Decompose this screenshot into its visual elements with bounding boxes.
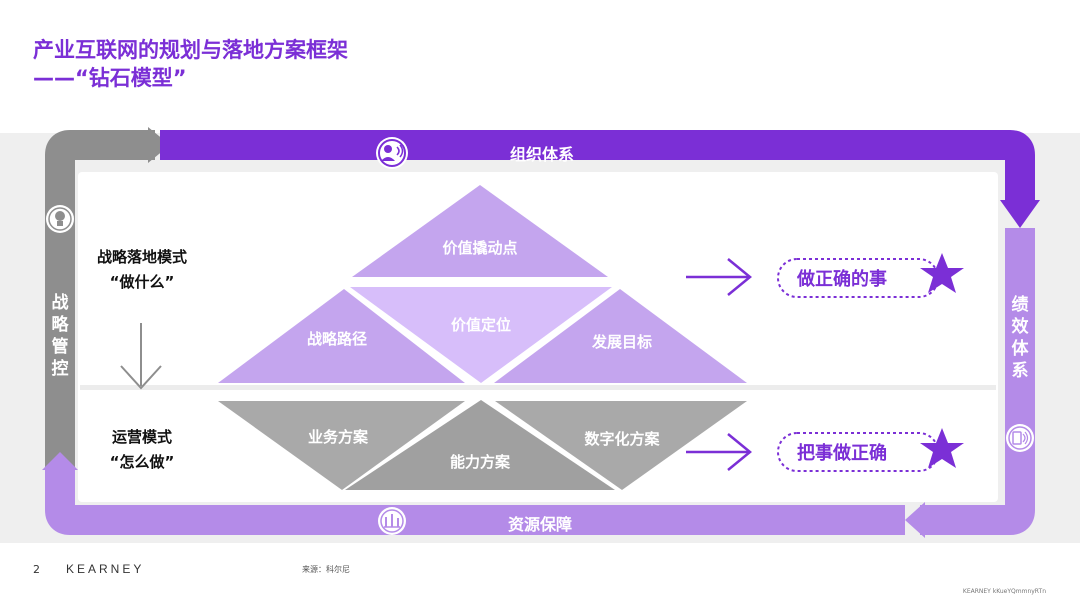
diamond-lower-left-triangle: [218, 401, 465, 490]
frame-bottom-arrowhead: [905, 502, 925, 538]
frame-left-segment: [45, 130, 155, 470]
lightbulb-icon: [46, 205, 74, 233]
page-title: 产业互联网的规划与落地方案框架 ——“钻石模型”: [33, 36, 348, 92]
frame-right-label: 绩 效 体 系: [1012, 294, 1030, 381]
diamond-right-label: 发展目标: [591, 333, 652, 351]
inner-panel-divider: [80, 385, 996, 390]
resources-icon: [378, 507, 406, 535]
title-line-1: 产业互联网的规划与落地方案框架: [33, 38, 348, 62]
frame-left-char-4: 控: [52, 358, 69, 379]
performance-icon: [1006, 424, 1034, 452]
page-number: 2: [33, 563, 40, 576]
frame-bottom-segment: [45, 470, 905, 535]
diamond-left-triangle: [218, 289, 465, 383]
frame-left-arrowhead: [148, 127, 170, 163]
upper-mode-sublabel: “做什么”: [110, 273, 175, 291]
frame-bottom-label: 资源保障: [508, 515, 572, 534]
diamond-lower-right-label: 数字化方案: [584, 430, 660, 448]
brand-logo: KEARNEY: [66, 562, 145, 576]
frame-top-label: 组织体系: [510, 145, 574, 164]
frame-left-char-2: 略: [52, 314, 70, 335]
frame-top-segment: [160, 130, 1035, 200]
arrow-down-icon: [120, 323, 162, 390]
diamond-lower-center-triangle: [345, 400, 615, 490]
frame-right-char-4: 系: [1012, 361, 1029, 381]
lower-outcome-label: 把事做正确: [797, 442, 887, 464]
frame-left-label: 战 略 管 控: [52, 293, 70, 379]
frame-right-char-1: 绩: [1012, 294, 1029, 315]
diamond-center-triangle: [350, 287, 612, 383]
diamond-lower-center-label: 能力方案: [450, 453, 511, 471]
diamond-top-label: 价值撬动点: [442, 239, 517, 257]
title-line-2: ——“钻石模型”: [33, 66, 187, 90]
upper-outcome-label: 做正确的事: [796, 268, 887, 290]
diamond-lower-right-triangle: [495, 401, 747, 490]
diamond-center-label: 价值定位: [451, 316, 511, 334]
frame-right-segment: [920, 228, 1035, 535]
frame-left-up-arrowhead: [42, 452, 78, 470]
organization-icon: [376, 137, 408, 169]
diamond-lower-left-label: 业务方案: [308, 428, 369, 446]
frame-top-arrowhead: [1000, 200, 1040, 228]
frame-right-char-3: 体: [1012, 338, 1030, 359]
frame-left-char-3: 管: [52, 336, 69, 357]
diamond-left-label: 战略路径: [307, 330, 367, 348]
frame-right-char-2: 效: [1012, 316, 1029, 337]
lower-mode-sublabel: “怎么做”: [110, 453, 175, 471]
diamond-right-triangle: [494, 289, 747, 383]
arrow-right-icon: [686, 258, 752, 296]
upper-mode-label: 战略落地模式: [97, 248, 187, 266]
star-icon: [920, 428, 964, 468]
star-icon: [920, 253, 964, 293]
copyright-note: KEARNEY kKueYQmmnyRTn: [962, 588, 1046, 595]
source-note: 来源：科尔尼: [302, 565, 350, 574]
diamond-top-triangle: [352, 185, 608, 277]
arrow-right-icon: [686, 433, 752, 471]
frame-left-char-1: 战: [52, 293, 69, 313]
lower-mode-label: 运营模式: [112, 428, 172, 446]
